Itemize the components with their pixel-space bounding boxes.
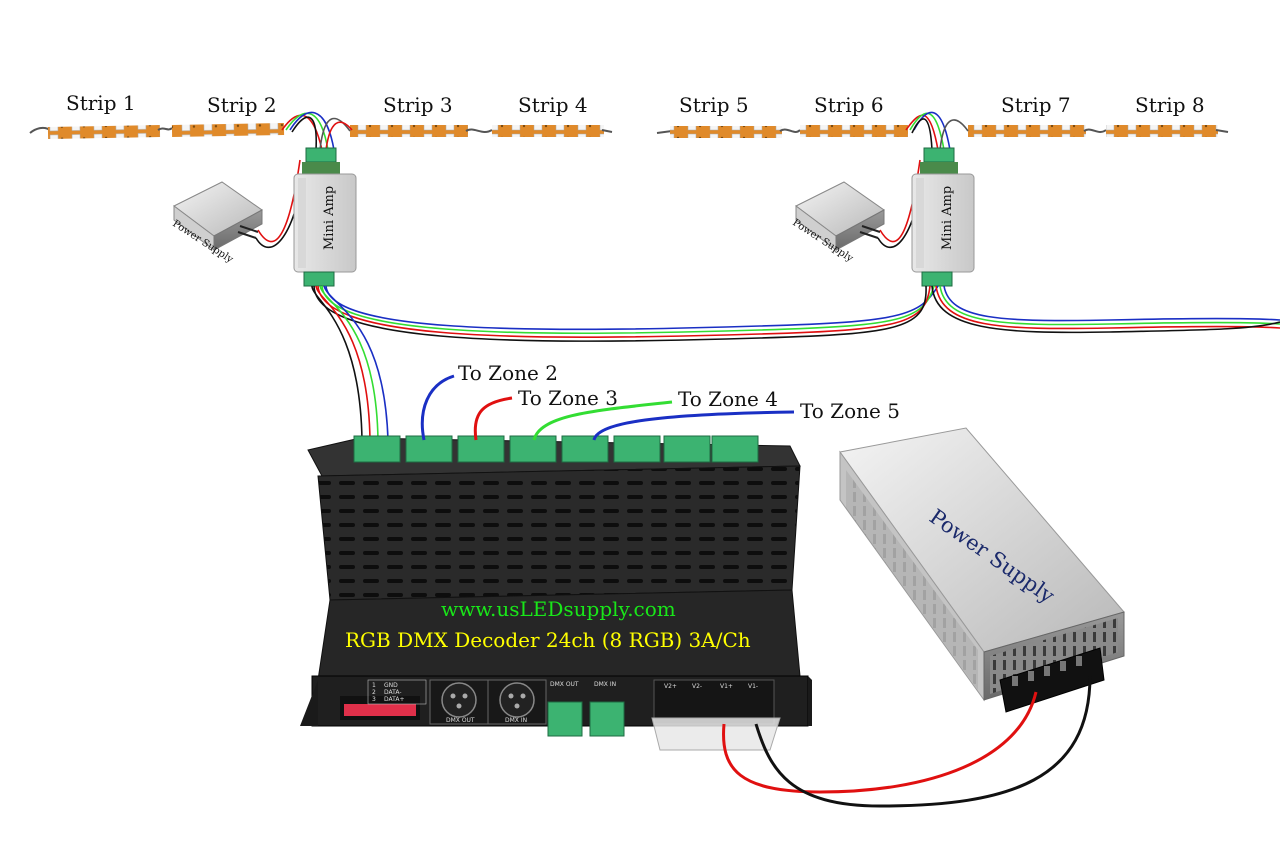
mini-amp-2: Mini Amp bbox=[911, 147, 975, 287]
strip-label-3: Strip 3 bbox=[383, 93, 453, 117]
output-terminals bbox=[353, 435, 759, 463]
inter-amp-cable bbox=[313, 285, 1280, 342]
dmx-decoder: 1 2 3 GND DATA- DATA+ DMX OUT DMX IN DMX bbox=[300, 435, 812, 751]
power-terminal-v2-minus: V2- bbox=[692, 683, 702, 690]
strip-label-1: Strip 1 bbox=[66, 91, 136, 115]
zone-4-wire bbox=[532, 400, 673, 441]
strip-to-amp-wires-1 bbox=[281, 111, 353, 151]
zone-label-3: To Zone 3 bbox=[518, 386, 618, 410]
led-strip-3 bbox=[350, 125, 493, 137]
mini-amp-label-1: Mini Amp bbox=[322, 186, 337, 250]
power-terminal-v1-minus: V1- bbox=[748, 683, 758, 690]
dmx-terminal-out-label: DMX OUT bbox=[550, 681, 579, 688]
power-terminals[interactable]: V2+ V2- V1+ V1- bbox=[651, 679, 781, 751]
dip-legend-num-2: 2 bbox=[372, 689, 376, 696]
dmx-terminal-in-label: DMX IN bbox=[594, 681, 616, 688]
zone-3-wire bbox=[473, 396, 513, 441]
zone-5-wire bbox=[592, 410, 795, 441]
zone-wires bbox=[420, 374, 795, 441]
strip-label-8: Strip 8 bbox=[1135, 93, 1205, 117]
small-power-supply-2: Power Supply bbox=[790, 181, 885, 265]
dip-legend-num-3: 3 bbox=[372, 696, 376, 703]
strip-label-5: Strip 5 bbox=[679, 93, 749, 117]
small-power-supply-1: Power Supply bbox=[170, 181, 263, 266]
mini-amp-label-2: Mini Amp bbox=[940, 186, 955, 250]
decoder-website: www.usLEDsupply.com bbox=[441, 597, 676, 621]
dmx-out-terminal[interactable]: DMX OUT bbox=[547, 681, 583, 737]
strip-label-6: Strip 6 bbox=[814, 93, 884, 117]
led-strip-4 bbox=[492, 125, 613, 137]
main-power-wires bbox=[722, 675, 1092, 808]
strip-group-zone-2 bbox=[656, 125, 1229, 138]
dip-switch-body bbox=[344, 704, 416, 716]
led-strip-2 bbox=[171, 123, 285, 137]
led-strip-6 bbox=[779, 125, 908, 137]
zone-2-wire bbox=[420, 374, 455, 441]
negative-wire bbox=[754, 675, 1092, 808]
strip-to-amp-wires-2 bbox=[905, 111, 969, 151]
dip-legend-data-plus: DATA+ bbox=[384, 696, 404, 703]
power-terminal-v1-plus: V1+ bbox=[720, 683, 733, 690]
dip-legend-gnd: GND bbox=[384, 682, 398, 689]
strip-label-2: Strip 2 bbox=[207, 93, 277, 117]
strip-group-zone-1 bbox=[29, 123, 613, 139]
dmx-in-terminal[interactable]: DMX IN bbox=[589, 681, 625, 737]
led-strip-5 bbox=[656, 126, 782, 138]
power-terminal-v2-plus: V2+ bbox=[664, 683, 677, 690]
xlr-out-connector[interactable]: DMX OUT bbox=[429, 679, 489, 725]
xlr-in-connector[interactable]: DMX IN bbox=[487, 679, 547, 725]
zone-label-5: To Zone 5 bbox=[800, 399, 900, 423]
dip-legend: 1 2 3 GND DATA- DATA+ bbox=[367, 679, 427, 705]
dip-legend-data-minus: DATA- bbox=[384, 689, 402, 696]
led-strip-8 bbox=[1106, 125, 1229, 137]
amp-to-decoder-wires bbox=[311, 285, 389, 441]
strip-label-7: Strip 7 bbox=[1001, 93, 1071, 117]
zone-label-4: To Zone 4 bbox=[678, 387, 778, 411]
positive-wire bbox=[722, 691, 1038, 794]
xlr-out-label: DMX OUT bbox=[446, 717, 475, 724]
main-power-supply: Power Supply bbox=[839, 427, 1125, 713]
led-strip-7 bbox=[968, 125, 1107, 137]
strip-label-4: Strip 4 bbox=[518, 93, 588, 117]
decoder-title: RGB DMX Decoder 24ch (8 RGB) 3A/Ch bbox=[345, 628, 751, 652]
xlr-in-label: DMX IN bbox=[505, 717, 527, 724]
dip-legend-num-1: 1 bbox=[372, 682, 376, 689]
led-strip-1 bbox=[29, 125, 173, 139]
zone-label-2: To Zone 2 bbox=[458, 361, 558, 385]
mini-amp-1: Mini Amp bbox=[293, 147, 357, 287]
